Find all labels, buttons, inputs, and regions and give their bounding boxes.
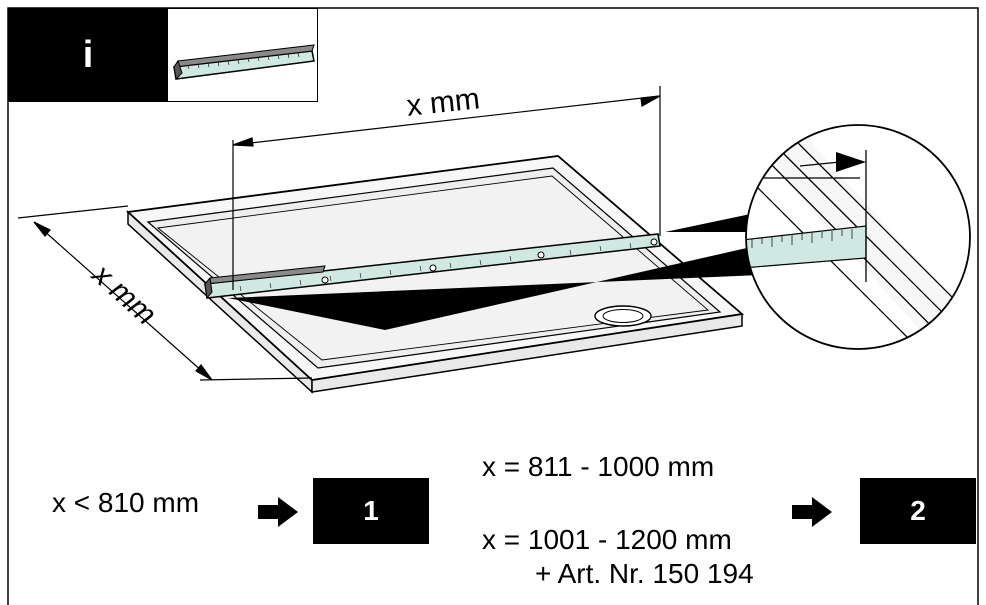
rule2-condition-a: x = 811 - 1000 mm [482,451,715,482]
info-badge: i [8,8,168,102]
rule2-extra: + Art. Nr. 150 194 [535,558,754,589]
folding-ruler [203,233,661,300]
rule2-result: 2 [910,495,926,526]
info-icon: i [82,33,94,76]
right-arrow-icon [258,497,298,527]
right-arrow-icon [792,497,832,527]
top-dimension-line [232,86,661,290]
rule1-condition: x < 810 mm [52,487,200,518]
rule2-condition-b: x = 1001 - 1200 mm [482,524,732,555]
rule2-result-box: 2 [860,478,976,544]
folding-ruler-thumbnail [168,8,318,102]
detail-magnifier [745,124,971,350]
side-dimension-line [17,205,313,381]
callout-wedge-upper [665,212,760,232]
rule1-result-box: 1 [313,478,429,544]
callout-wedge [228,245,760,330]
rule1-result: 1 [363,495,379,526]
folding-ruler-icon [172,44,315,81]
